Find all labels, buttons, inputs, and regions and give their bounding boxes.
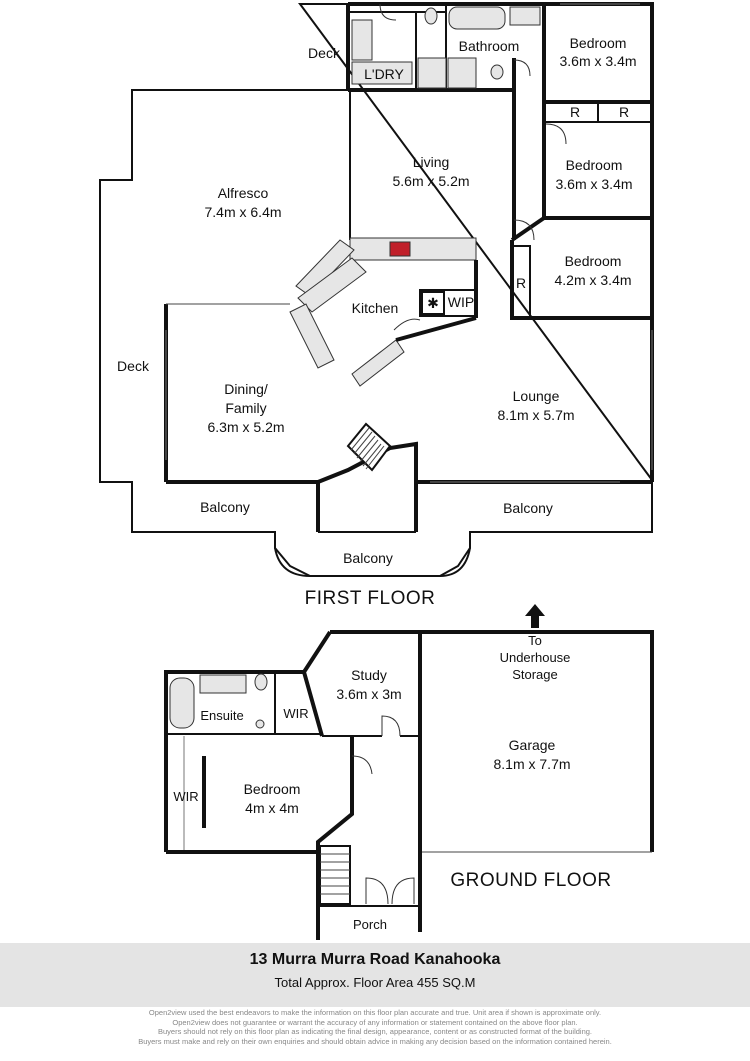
ensuite-walls <box>164 670 304 852</box>
kitchen-bench-east <box>351 339 405 387</box>
first-floor-title: FIRST FLOOR <box>305 588 436 609</box>
arrow-up-icon <box>525 604 545 628</box>
kitchen-island <box>289 303 335 369</box>
bedroom3-top <box>510 216 546 242</box>
stairs-first-floor <box>346 422 392 472</box>
deck-left-label: Deck <box>117 358 150 374</box>
bedroom-name: Bedroom <box>244 781 301 797</box>
laundry-label: L'DRY <box>364 66 404 82</box>
storage-label-line3: Storage <box>512 667 558 682</box>
disclaimer-line: Buyers should not rely on this floor pla… <box>157 1027 592 1036</box>
door-swing <box>513 219 535 241</box>
deck-top-label: Deck <box>308 45 341 61</box>
hall-west <box>316 736 354 852</box>
bedroom1-size: 3.6m x 3.4m <box>559 53 636 69</box>
alfresco-name: Alfresco <box>218 185 269 201</box>
door-swing <box>545 123 567 145</box>
ground-floor-plan: To Underhouse Storage Study 3.6m x 3m En… <box>164 604 654 940</box>
stairs-ground-floor <box>319 845 351 905</box>
storage-label-line1: To <box>528 633 542 648</box>
door-swing <box>381 715 401 737</box>
fan-icon: ✱ <box>427 295 439 311</box>
door-swing <box>393 318 421 331</box>
ground-floor-title: GROUND FLOOR <box>450 870 611 891</box>
fan-box <box>421 291 445 315</box>
door-swing <box>351 755 373 775</box>
study-size: 3.6m x 3m <box>336 686 401 702</box>
kitchen-label: Kitchen <box>352 300 399 316</box>
door-swing <box>391 877 415 905</box>
laundry-cabinet <box>351 61 413 85</box>
kitchen-wall-diag <box>395 316 477 342</box>
door-swing <box>513 59 531 77</box>
shower-1 <box>417 57 447 89</box>
ensuite-drain <box>255 719 265 729</box>
alfresco-size: 7.4m x 6.4m <box>204 204 281 220</box>
house-wall-top <box>348 2 654 318</box>
dining-size: 6.3m x 5.2m <box>207 419 284 435</box>
balcony-bottom-outline <box>274 532 471 577</box>
living-size: 5.6m x 5.2m <box>392 173 469 189</box>
bedroom2-size: 3.6m x 3.4m <box>555 176 632 192</box>
property-address: 13 Murra Murra Road Kanahooka <box>249 951 501 968</box>
bedroom3-name: Bedroom <box>565 253 622 269</box>
laundry-tub <box>351 19 373 61</box>
toilet-2 <box>490 64 504 80</box>
bedroom2-name: Bedroom <box>566 157 623 173</box>
wir-left-label: WIR <box>173 789 198 804</box>
wir-top-label: WIR <box>283 706 308 721</box>
door-swing <box>379 3 397 21</box>
robe1-label: R <box>570 104 580 120</box>
shower-2 <box>447 57 477 89</box>
disclaimer-line: Buyers must make and rely on their own e… <box>138 1036 612 1046</box>
bedroom-size: 4m x 4m <box>245 800 299 816</box>
lounge-name: Lounge <box>513 388 560 404</box>
robe3-label: R <box>516 275 526 291</box>
balcony-right-label: Balcony <box>503 500 553 516</box>
disclaimer-line: Open2view does not guarantee or warrant … <box>172 1017 578 1027</box>
living-name: Living <box>413 154 450 170</box>
porch-label: Porch <box>353 917 387 932</box>
ensuite-bath <box>169 677 195 729</box>
bath-vanity <box>509 6 541 26</box>
dining-name-line2: Family <box>225 400 266 416</box>
footer-band: 13 Murra Murra Road Kanahooka Total Appr… <box>0 943 750 1007</box>
study-name: Study <box>351 667 387 683</box>
kitchen-bench-top <box>349 237 477 261</box>
toilet-1 <box>424 7 438 25</box>
first-floor-plan: Deck L'DRY Bathroom Bedroom 3.6m x 3.4m … <box>99 2 654 609</box>
floor-area: Total Approx. Floor Area 455 SQ.M <box>274 975 476 990</box>
robe2-label: R <box>619 104 629 120</box>
bedroom3-size: 4.2m x 3.4m <box>554 272 631 288</box>
balcony-bottom-label: Balcony <box>343 550 393 566</box>
storage-label-line2: Underhouse <box>500 650 571 665</box>
disclaimer-line: Open2view used the best endeavors to mak… <box>148 1008 602 1017</box>
garage-name: Garage <box>509 737 556 753</box>
dining-name-line1: Dining/ <box>224 381 268 397</box>
ensuite-toilet <box>254 673 268 691</box>
garage-size: 8.1m x 7.7m <box>493 756 570 772</box>
bedroom1-name: Bedroom <box>570 35 627 51</box>
bathtub <box>448 6 506 30</box>
lounge-size: 8.1m x 5.7m <box>497 407 574 423</box>
bathroom-label: Bathroom <box>459 38 520 54</box>
robe3-wall <box>512 245 531 318</box>
stair-wall <box>317 441 418 532</box>
ensuite-label: Ensuite <box>200 708 243 723</box>
wip-label: WIP <box>448 294 474 310</box>
balcony-left-label: Balcony <box>200 499 250 515</box>
door-swing <box>365 877 389 905</box>
disclaimer: Open2view used the best endeavors to mak… <box>0 1008 750 1046</box>
cooktop <box>389 241 411 257</box>
ensuite-vanity <box>199 674 247 694</box>
